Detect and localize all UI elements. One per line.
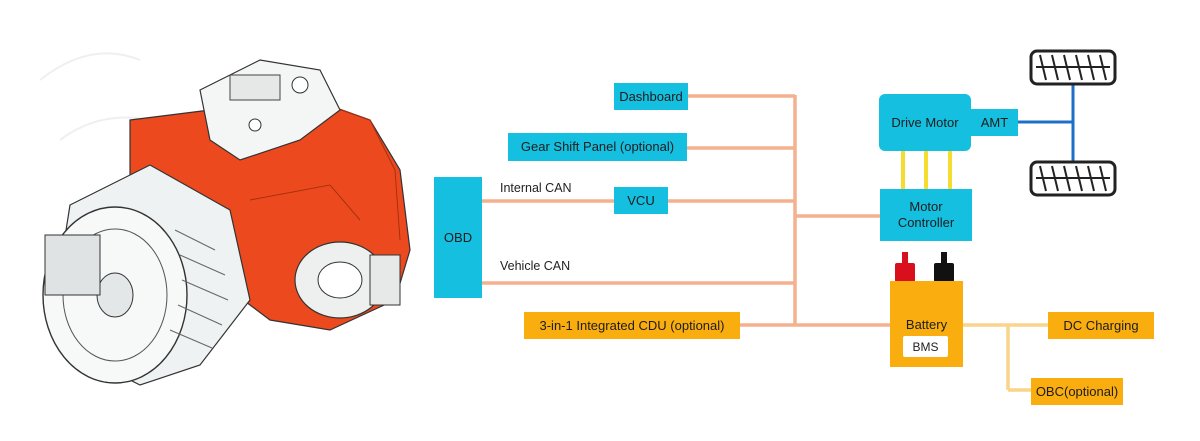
internal-can-label: Internal CAN [500,181,572,195]
battery-label: Battery [905,317,948,332]
bms-label: BMS [912,339,939,354]
drive-motor-node: Drive Motor [879,94,971,151]
wheel-bottom-icon [1029,160,1117,197]
drive-motor-label: Drive Motor [891,114,959,130]
bms-node: BMS [903,336,948,357]
gear-shift-panel-node: Gear Shift Panel (optional) [508,133,687,161]
gear-shift-panel-label: Gear Shift Panel (optional) [520,139,675,154]
cdu-label: 3-in-1 Integrated CDU (optional) [539,317,725,333]
obd-label: OBD [443,229,473,245]
amt-label: AMT [980,114,1009,130]
obc-label: OBC(optional) [1035,383,1119,399]
motor-gearbox-illustration [39,52,411,386]
dashboard-label: Dashboard [619,88,683,104]
negative-terminal-icon [934,252,954,282]
motor-controller-node: Motor Controller [880,189,972,241]
vcu-node: VCU [614,187,668,214]
obd-node: OBD [434,177,482,298]
vehicle-can-label: Vehicle CAN [500,259,571,273]
positive-terminal-icon [895,252,915,282]
dc-charging-label: DC Charging [1063,317,1139,333]
amt-node: AMT [971,109,1018,136]
dc-charging-node: DC Charging [1048,312,1154,339]
dashboard-node: Dashboard [614,83,688,110]
obc-node: OBC(optional) [1031,378,1123,405]
cdu-node: 3-in-1 Integrated CDU (optional) [524,312,740,339]
wheel-top-icon [1029,49,1117,86]
vcu-label: VCU [627,192,655,208]
motor-controller-label: Motor Controller [897,199,955,230]
